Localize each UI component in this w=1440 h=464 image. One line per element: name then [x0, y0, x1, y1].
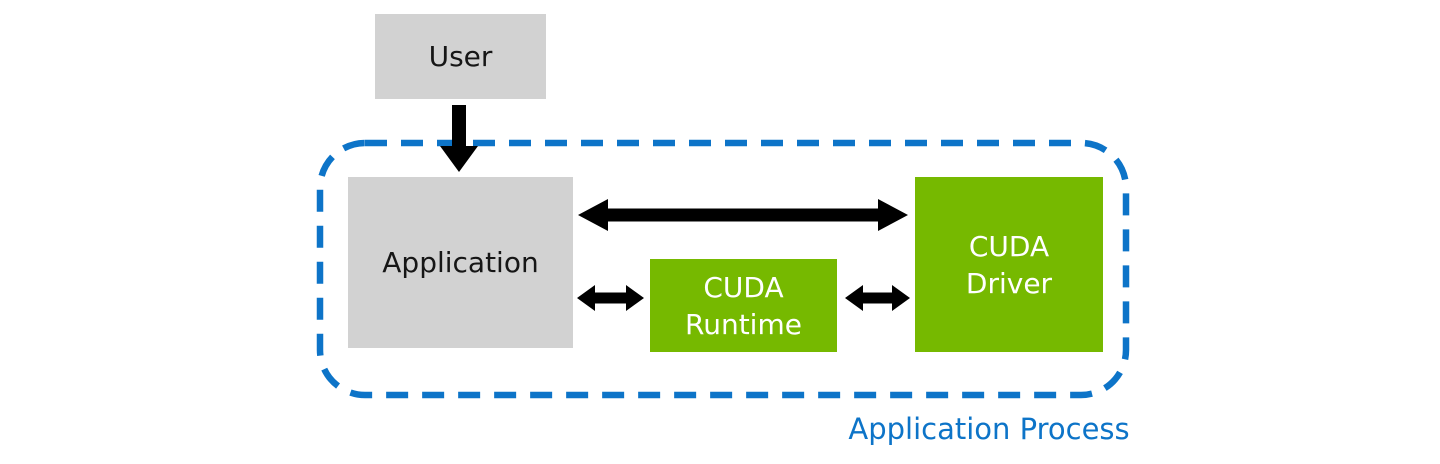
arrow-application-to-driver	[578, 199, 908, 231]
node-application-label: Application	[382, 246, 539, 279]
application-process-label: Application Process	[848, 412, 1130, 446]
node-cuda-runtime: CUDA Runtime	[650, 259, 837, 352]
arrow-application-to-runtime	[577, 285, 644, 311]
node-application: Application	[348, 177, 573, 348]
node-cuda-driver-label: CUDA Driver	[965, 229, 1053, 300]
node-user: User	[375, 14, 546, 99]
arrow-user-to-application	[440, 105, 478, 172]
node-user-label: User	[428, 40, 493, 73]
arrow-runtime-to-driver	[845, 285, 910, 311]
node-cuda-runtime-label: CUDA Runtime	[685, 270, 802, 341]
node-cuda-driver: CUDA Driver	[915, 177, 1103, 352]
application-process-boundary	[316, 139, 1130, 399]
